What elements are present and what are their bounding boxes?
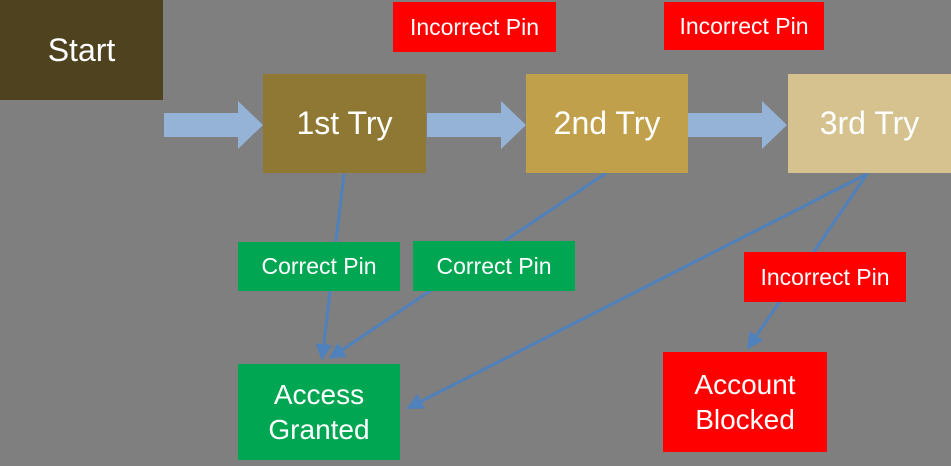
- node-first-try-label: 1st Try: [296, 105, 393, 141]
- node-first-try: 1st Try: [263, 74, 426, 173]
- node-access-granted: Access Granted: [238, 364, 400, 460]
- label-correct-pin-1: Correct Pin: [238, 242, 400, 291]
- node-second-try: 2nd Try: [526, 74, 688, 173]
- label-incorrect-pin-1-text: Incorrect Pin: [409, 13, 540, 40]
- node-third-try: 3rd Try: [788, 74, 951, 173]
- label-correct-pin-2-text: Correct Pin: [436, 252, 552, 279]
- label-correct-pin-1-text: Correct Pin: [261, 253, 377, 279]
- node-start-label: Start: [47, 31, 116, 68]
- label-incorrect-pin-right: Incorrect Pin: [744, 252, 906, 302]
- flow-arrow-try2-to-try3: [688, 101, 787, 149]
- node-start: Start: [0, 0, 163, 100]
- node-account-blocked: Account Blocked: [663, 352, 827, 452]
- node-third-try-label: 3rd Try: [819, 105, 920, 141]
- label-incorrect-pin-1: Incorrect Pin: [393, 2, 556, 52]
- node-access-granted-label: Access Granted: [268, 379, 370, 445]
- flow-arrow-try1-to-try2: [427, 101, 526, 149]
- label-incorrect-pin-2: Incorrect Pin: [664, 2, 824, 50]
- flow-arrow-start-to-try1: [164, 101, 263, 149]
- label-correct-pin-2: Correct Pin: [413, 241, 575, 291]
- node-second-try-label: 2nd Try: [553, 105, 661, 141]
- label-incorrect-pin-right-text: Incorrect Pin: [760, 263, 890, 290]
- label-incorrect-pin-2-text: Incorrect Pin: [679, 12, 809, 39]
- node-account-blocked-label: Account Blocked: [694, 369, 796, 435]
- edge-try3-to-access-granted: [406, 172, 868, 410]
